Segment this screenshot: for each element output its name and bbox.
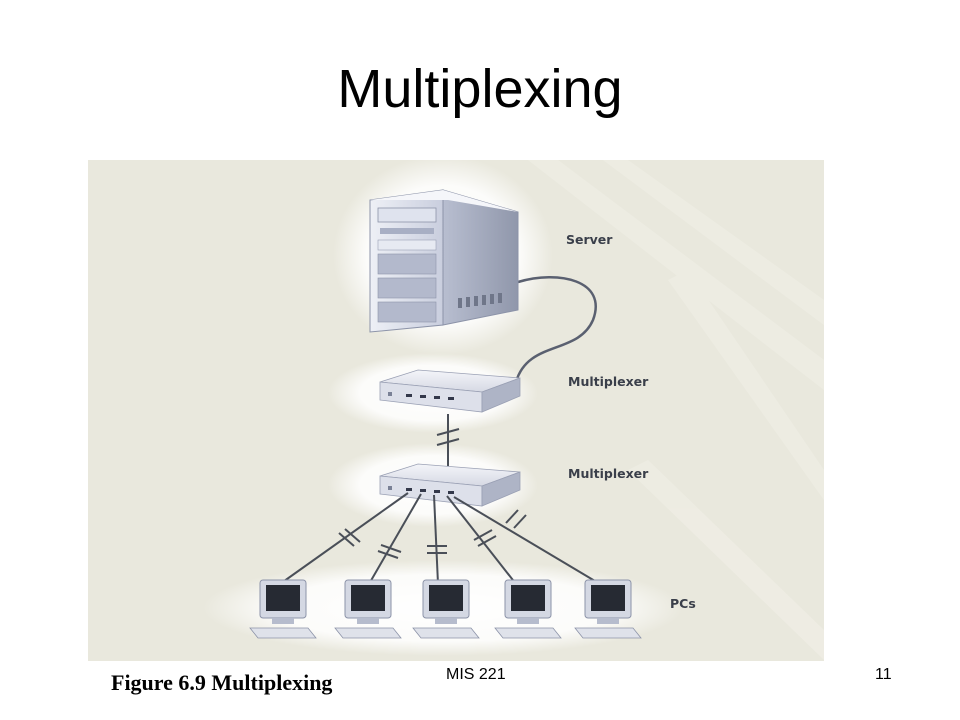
desktop-pc-icon: [334, 579, 402, 639]
background-stripes: [528, 160, 824, 660]
multiplexer-bottom-label: Multiplexer: [568, 466, 649, 481]
desktop-pc-icon: [412, 579, 480, 639]
multiplexing-diagram: Server Multiplexer Multiplexer: [88, 160, 824, 661]
figure-caption: Figure 6.9 Multiplexing: [111, 670, 333, 695]
multiplexer-top-label: Multiplexer: [568, 374, 649, 389]
pcs-label: PCs: [670, 596, 696, 611]
desktop-pc-icon: [249, 579, 317, 639]
server-label: Server: [566, 232, 613, 247]
trunk-link: [436, 414, 460, 466]
server-tower-icon: [369, 189, 519, 333]
pc-links: [279, 492, 601, 585]
slide-page-number: 11: [875, 666, 892, 683]
desktop-pc-icon: [574, 579, 642, 639]
server-cable: [514, 276, 597, 383]
slide-footer: MIS 221: [446, 666, 506, 683]
multiplexer-icon: [379, 369, 521, 413]
slide-title: Multiplexing: [337, 59, 623, 119]
desktop-pc-icon: [494, 579, 562, 639]
